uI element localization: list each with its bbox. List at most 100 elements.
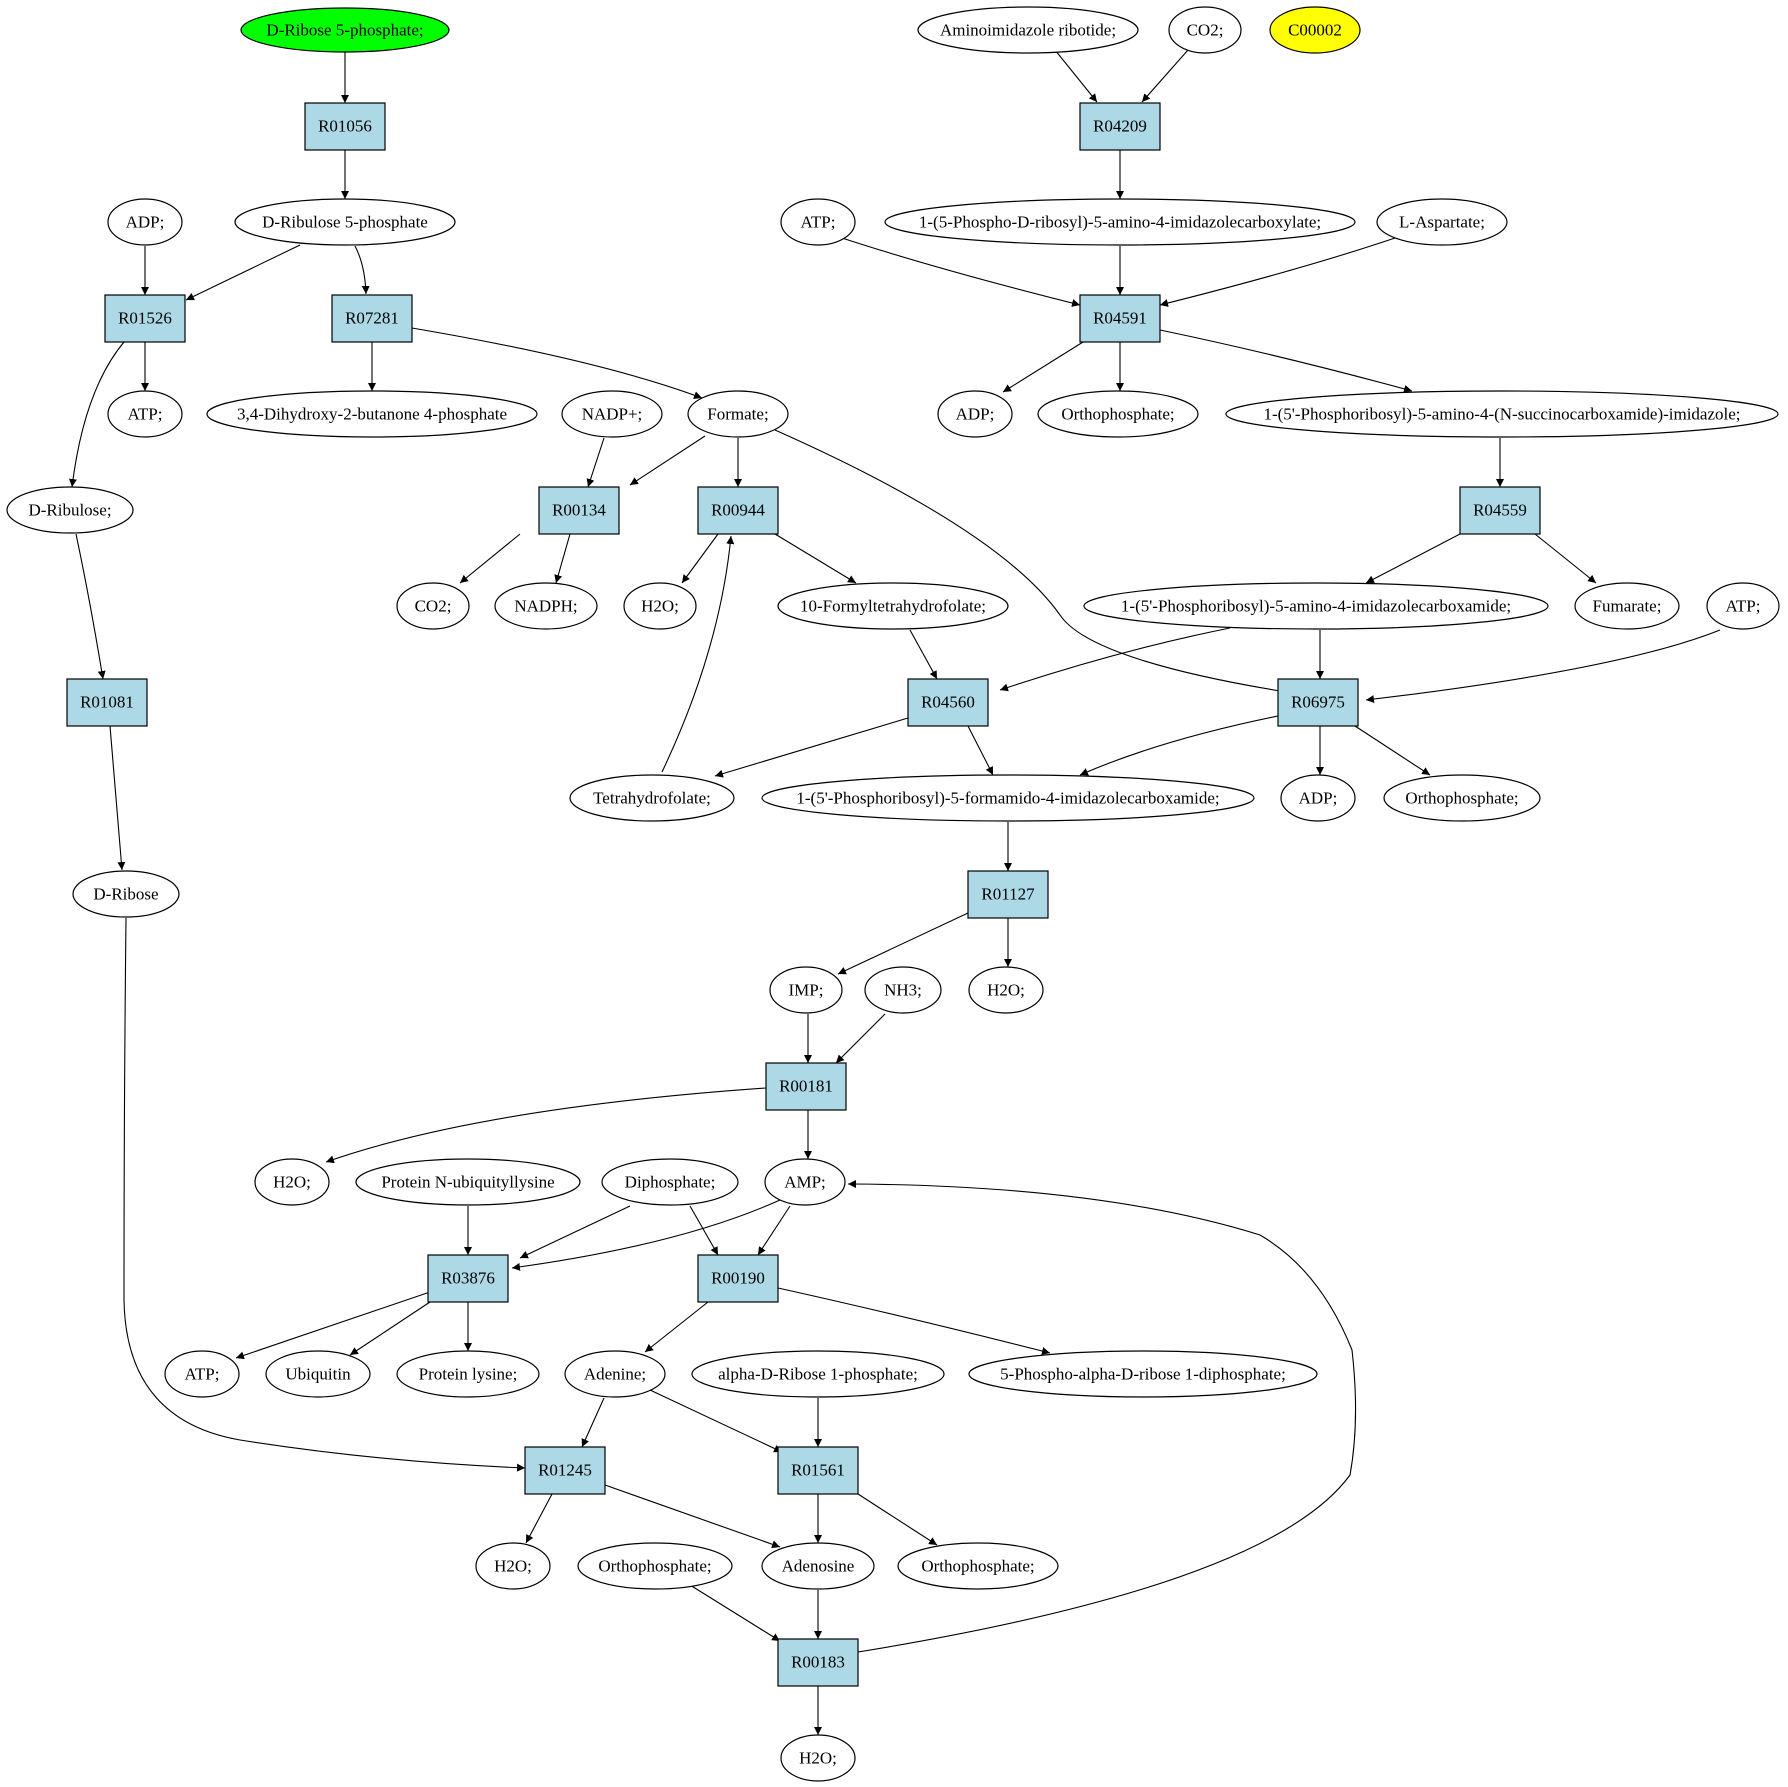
compound-node[interactable]: D-Ribulose 5-phosphate xyxy=(234,198,456,246)
compound-node[interactable]: H2O; xyxy=(475,1542,551,1590)
edge-r04560-faicar xyxy=(967,725,994,776)
compound-node[interactable]: NADPH; xyxy=(494,582,598,630)
compound-node[interactable]: Ubiquitin xyxy=(265,1350,371,1398)
compound-node[interactable]: H2O; xyxy=(254,1158,330,1206)
compound-node[interactable]: 3,4-Dihydroxy-2-butanone 4-phosphate xyxy=(206,390,538,438)
edge-air-r04209 xyxy=(1054,49,1098,103)
edge-formylthf-r04560 xyxy=(909,629,938,680)
compound-node[interactable]: Formate; xyxy=(687,390,789,438)
reaction-node[interactable]: R01245 xyxy=(524,1446,606,1495)
compound-node[interactable]: Orthophosphate; xyxy=(577,1542,733,1590)
compound-label: 10-Formyltetrahydrofolate; xyxy=(800,597,986,616)
compound-node[interactable]: 1-(5-Phospho-D-ribosyl)-5-amino-4-imidaz… xyxy=(884,198,1356,246)
edge-r03876-atp xyxy=(235,1291,431,1360)
reaction-label: R01561 xyxy=(791,1461,845,1480)
compound-node[interactable]: 5-Phospho-alpha-D-ribose 1-diphosphate; xyxy=(968,1350,1318,1398)
compound-node[interactable]: 1-(5'-Phosphoribosyl)-5-amino-4-(N-succi… xyxy=(1225,390,1779,438)
reaction-node[interactable]: R01526 xyxy=(104,294,186,343)
compound-label: C00002 xyxy=(1288,21,1342,40)
edge-r01127-imp xyxy=(837,912,969,975)
edge-aicar-r04560 xyxy=(999,627,1231,692)
compound-node[interactable]: ADP; xyxy=(107,198,183,246)
compound-label: ATP; xyxy=(801,213,836,232)
compound-node[interactable]: alpha-D-Ribose 1-phosphate; xyxy=(691,1350,945,1398)
compound-node[interactable]: Protein lysine; xyxy=(396,1350,540,1398)
compound-node[interactable]: NH3; xyxy=(864,966,942,1014)
compound-node[interactable]: ATP; xyxy=(1706,582,1780,630)
compound-label: NH3; xyxy=(884,981,922,1000)
reaction-label: R00134 xyxy=(552,501,606,520)
compound-node[interactable]: ATP; xyxy=(107,390,183,438)
compound-label: H2O; xyxy=(987,981,1025,1000)
compound-label: Protein N-ubiquityllysine xyxy=(381,1173,554,1192)
edge-r04591-adp xyxy=(1002,341,1084,393)
reaction-node[interactable]: R04209 xyxy=(1079,102,1161,151)
compound-node[interactable]: 1-(5'-Phosphoribosyl)-5-formamido-4-imid… xyxy=(761,774,1255,822)
edge-r00190-adenine xyxy=(644,1301,709,1353)
reaction-node[interactable]: R00183 xyxy=(777,1638,859,1687)
compound-node[interactable]: CO2; xyxy=(396,582,470,630)
compound-node[interactable]: Aminoimidazole ribotide; xyxy=(917,6,1139,54)
compound-node[interactable]: 1-(5'-Phosphoribosyl)-5-amino-4-imidazol… xyxy=(1083,582,1549,630)
reaction-node[interactable]: R01561 xyxy=(777,1446,859,1495)
reaction-node[interactable]: R04560 xyxy=(907,678,989,727)
compound-label: Fumarate; xyxy=(1593,597,1662,616)
compound-node[interactable]: D-Ribose xyxy=(72,870,180,918)
compound-label: Adenosine xyxy=(782,1557,855,1576)
reaction-node[interactable]: R07281 xyxy=(331,294,413,343)
reaction-label: R04560 xyxy=(921,693,975,712)
reaction-node[interactable]: R00944 xyxy=(697,486,779,535)
compound-node[interactable]: NADP+; xyxy=(561,390,663,438)
compound-node[interactable]: ADP; xyxy=(1280,774,1356,822)
reaction-node[interactable]: R00181 xyxy=(765,1062,847,1111)
edge-r00134-co2 xyxy=(459,533,521,584)
edge-r04559-fumarate xyxy=(1534,533,1597,584)
compound-label: D-Ribulose 5-phosphate xyxy=(262,213,428,232)
reaction-node[interactable]: R04559 xyxy=(1459,486,1541,535)
compound-label: D-Ribose 5-phosphate; xyxy=(266,21,423,40)
compound-node[interactable]: IMP; xyxy=(769,966,843,1014)
reaction-node[interactable]: R04591 xyxy=(1079,294,1161,343)
compound-node[interactable]: D-Ribulose; xyxy=(6,486,134,534)
compound-node[interactable]: Orthophosphate; xyxy=(1383,774,1541,822)
compound-node[interactable]: H2O; xyxy=(780,1734,856,1782)
compound-node[interactable]: Adenine; xyxy=(564,1350,666,1398)
compound-node[interactable]: ATP; xyxy=(780,198,856,246)
reaction-node[interactable]: R00134 xyxy=(538,486,620,535)
compound-node[interactable]: Adenosine xyxy=(761,1542,875,1590)
reaction-label: R00190 xyxy=(711,1269,765,1288)
compound-label: NADP+; xyxy=(582,405,643,424)
compound-node[interactable]: Orthophosphate; xyxy=(1037,390,1199,438)
reaction-node[interactable]: R01056 xyxy=(304,102,386,151)
compound-node[interactable]: C00002 xyxy=(1269,6,1361,54)
reaction-node[interactable]: R03876 xyxy=(427,1254,509,1303)
edge-r00183-amp xyxy=(847,1180,1357,1653)
edge-dribose-r01245 xyxy=(123,917,526,1472)
compound-node[interactable]: CO2; xyxy=(1168,6,1242,54)
compound-node[interactable]: Tetrahydrofolate; xyxy=(569,774,735,822)
reaction-node[interactable]: R01081 xyxy=(66,678,148,727)
compound-node[interactable]: Fumarate; xyxy=(1574,582,1680,630)
reaction-node[interactable]: R01127 xyxy=(967,870,1049,919)
compound-label: D-Ribulose; xyxy=(28,501,111,520)
compound-node[interactable]: AMP; xyxy=(764,1158,846,1206)
compound-node[interactable]: Diphosphate; xyxy=(601,1158,739,1206)
compound-node[interactable]: ADP; xyxy=(937,390,1013,438)
compound-node[interactable]: 10-Formyltetrahydrofolate; xyxy=(777,582,1009,630)
compound-node[interactable]: H2O; xyxy=(968,966,1044,1014)
reaction-label: R00181 xyxy=(779,1077,833,1096)
compound-node[interactable]: L-Aspartate; xyxy=(1376,198,1508,246)
compound-node[interactable]: D-Ribose 5-phosphate; xyxy=(240,7,450,53)
reaction-node[interactable]: R06975 xyxy=(1277,678,1359,727)
compound-node[interactable]: Orthophosphate; xyxy=(897,1542,1059,1590)
reaction-node[interactable]: R00190 xyxy=(697,1254,779,1303)
edge-r06975-faicar xyxy=(1079,715,1279,776)
compound-node[interactable]: H2O; xyxy=(623,582,697,630)
compound-label: Orthophosphate; xyxy=(1061,405,1174,424)
compound-label: 1-(5'-Phosphoribosyl)-5-amino-4-imidazol… xyxy=(1121,597,1511,616)
compound-label: H2O; xyxy=(641,597,679,616)
edge-r04559-aicar xyxy=(1365,533,1461,584)
compound-node[interactable]: ATP; xyxy=(164,1350,240,1398)
compound-node[interactable]: Protein N-ubiquityllysine xyxy=(355,1158,581,1206)
